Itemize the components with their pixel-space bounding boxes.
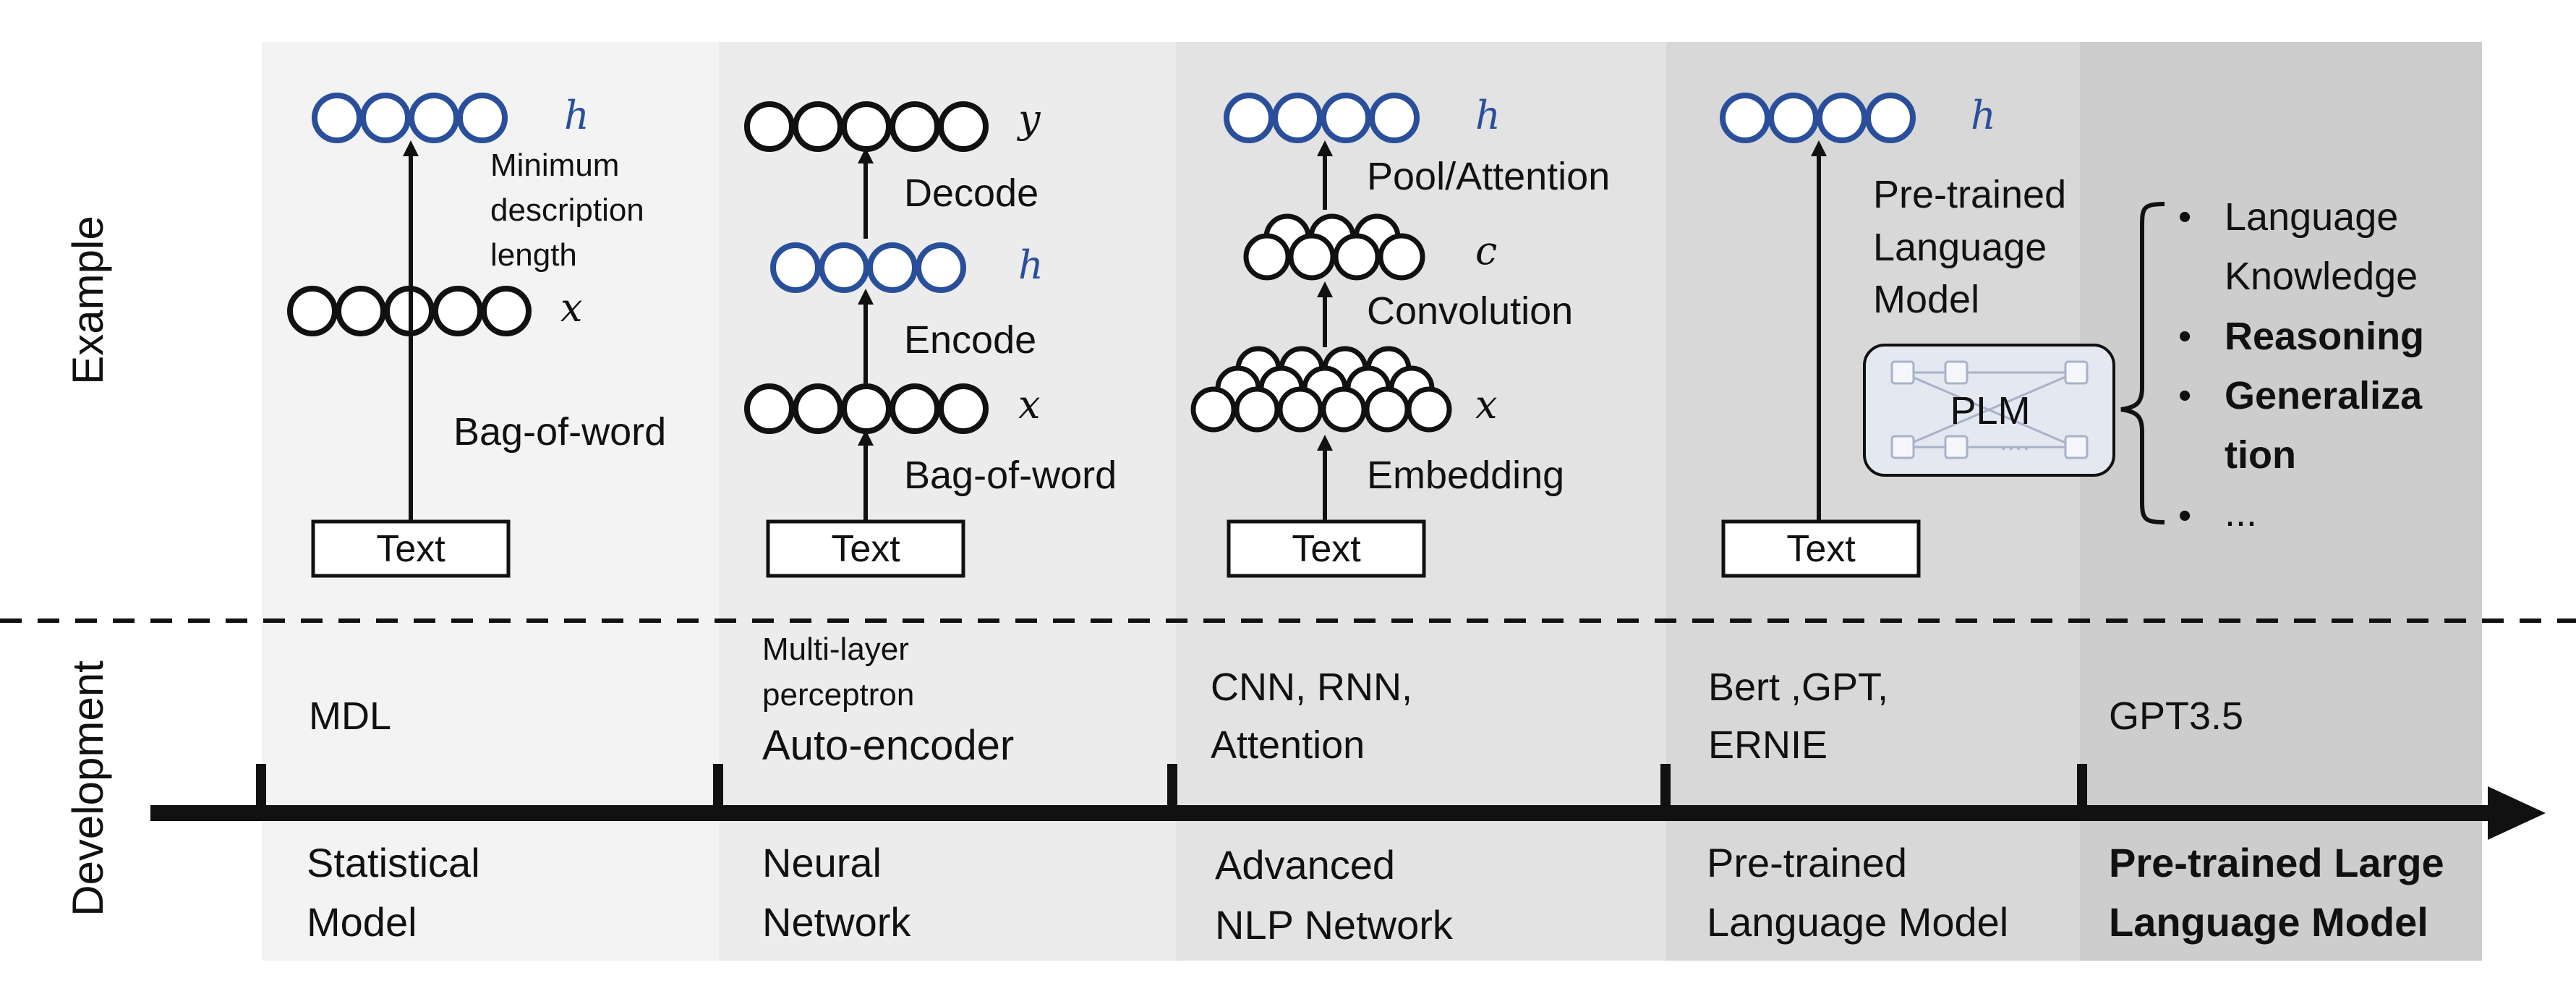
dev-neural-network: Auto-encoder — [762, 722, 1014, 769]
timeline-tick-5 — [2077, 764, 2087, 813]
example-statistical-model: h x Minimum description length Bag-of-wo… — [287, 93, 666, 578]
var-c: c — [1475, 228, 1497, 273]
neuron-layer-x — [744, 383, 989, 434]
var-x: x — [1018, 382, 1040, 428]
stage-label-statistical-line2: Model — [307, 899, 417, 945]
timeline-tick-3 — [1167, 764, 1177, 813]
label-pretrained: Pre-trained — [1873, 173, 2066, 216]
dev-neural-network-small-line2: perceptron — [762, 677, 914, 713]
neuron-layer-x — [1190, 346, 1452, 433]
var-y: y — [1017, 96, 1041, 142]
label-minimum: Minimum — [490, 148, 619, 183]
var-h: h — [1018, 242, 1044, 288]
timeline-tick-1 — [256, 764, 266, 813]
bullet-language-knowledge: • — [2178, 196, 2191, 238]
example-advanced-nlp: h Pool/Attention c Convolution x Embeddi… — [1190, 93, 1610, 578]
label-description: description — [490, 192, 644, 228]
plm-label: PLM — [1950, 389, 2030, 433]
example-neural-network: y Decode h Encode x Bag-of-word Text — [744, 96, 1117, 578]
stage-label-statistical-line1: Statistical — [307, 840, 480, 885]
label-encode: Encode — [904, 318, 1036, 362]
row-label-example: Example — [64, 216, 112, 384]
ability-generalization-line1: Generaliza — [2225, 374, 2423, 417]
dev-advanced-nlp-line2: Attention — [1211, 723, 1365, 767]
plm-dots: .... — [2000, 426, 2030, 456]
abilities-list: • Language Knowledge • Reasoning • Gener… — [2120, 195, 2424, 537]
var-h: h — [1475, 93, 1501, 138]
timeline-tick-4 — [1660, 764, 1671, 813]
text-input-label: Text — [1292, 528, 1361, 570]
neuron-layer-y — [744, 101, 989, 152]
bullet-more: • — [2178, 495, 2191, 537]
ability-more: ... — [2225, 491, 2257, 535]
plm-box: .... PLM — [1863, 344, 2115, 477]
stage-label-neural-line2: Network — [762, 899, 911, 945]
var-x: x — [1475, 382, 1497, 428]
text-input-box — [766, 519, 965, 578]
neuron-layer-h — [1224, 93, 1420, 143]
timeline-arrowhead — [2488, 786, 2546, 840]
neuron-layer-h — [312, 93, 508, 143]
timeline-tick-2 — [713, 764, 723, 813]
ability-generalization-line2: tion — [2225, 433, 2296, 477]
text-input-box — [1721, 519, 1921, 578]
example-pretrained-lm: h Pre-trained Language Model .... PLM Te… — [1720, 93, 2115, 578]
stage-label-advanced-line2: NLP Network — [1215, 902, 1454, 948]
dev-advanced-nlp-line1: CNN, RNN, — [1211, 666, 1412, 709]
neuron-layer-h — [770, 242, 966, 293]
label-embedding: Embedding — [1367, 454, 1564, 497]
dev-pretrained-lm-line2: ERNIE — [1708, 723, 1827, 767]
var-x: x — [560, 285, 582, 331]
text-input-label: Text — [376, 528, 445, 570]
ability-language: Language — [2225, 195, 2398, 239]
neuron-layer-h — [1720, 93, 1916, 143]
label-decode: Decode — [904, 171, 1038, 215]
stage-label-llm-line2: Language Model — [2109, 899, 2428, 945]
text-input-label: Text — [831, 528, 900, 570]
dev-neural-network-small-line1: Multi-layer — [762, 632, 909, 667]
abilities-brace — [2120, 202, 2165, 524]
stage-label-plm-line2: Language Model — [1707, 899, 2008, 945]
label-language: Language — [1873, 226, 2047, 269]
text-input-label: Text — [1786, 528, 1856, 570]
label-convolution: Convolution — [1367, 289, 1573, 333]
text-input-box — [1227, 519, 1426, 578]
stage-label-neural-line1: Neural — [762, 840, 882, 885]
dev-pretrained-llm: GPT3.5 — [2109, 694, 2243, 738]
var-h: h — [1971, 93, 1996, 138]
neuron-layer-c — [1243, 213, 1425, 281]
stage-label-llm-line1: Pre-trained Large — [2109, 840, 2444, 885]
text-input-box — [311, 519, 511, 578]
bullet-generalization: • — [2178, 375, 2191, 417]
ability-knowledge: Knowledge — [2225, 255, 2418, 298]
dev-pretrained-lm-line1: Bert ,GPT, — [1708, 666, 1888, 709]
plm-network-icon — [1890, 360, 2089, 459]
label-bag-of-word: Bag-of-word — [904, 454, 1117, 497]
dev-statistical-model: MDL — [309, 694, 391, 738]
stage-label-plm-line1: Pre-trained — [1707, 840, 1907, 885]
stage-label-advanced-line1: Advanced — [1215, 842, 1395, 888]
label-bag-of-word: Bag-of-word — [453, 410, 666, 454]
row-label-development: Development — [64, 660, 112, 917]
bullet-reasoning: • — [2178, 315, 2191, 357]
label-model: Model — [1873, 278, 1979, 321]
label-length: length — [490, 237, 577, 273]
ability-reasoning: Reasoning — [2225, 315, 2424, 358]
label-pool-attention: Pool/Attention — [1367, 155, 1610, 198]
var-h: h — [564, 93, 589, 138]
